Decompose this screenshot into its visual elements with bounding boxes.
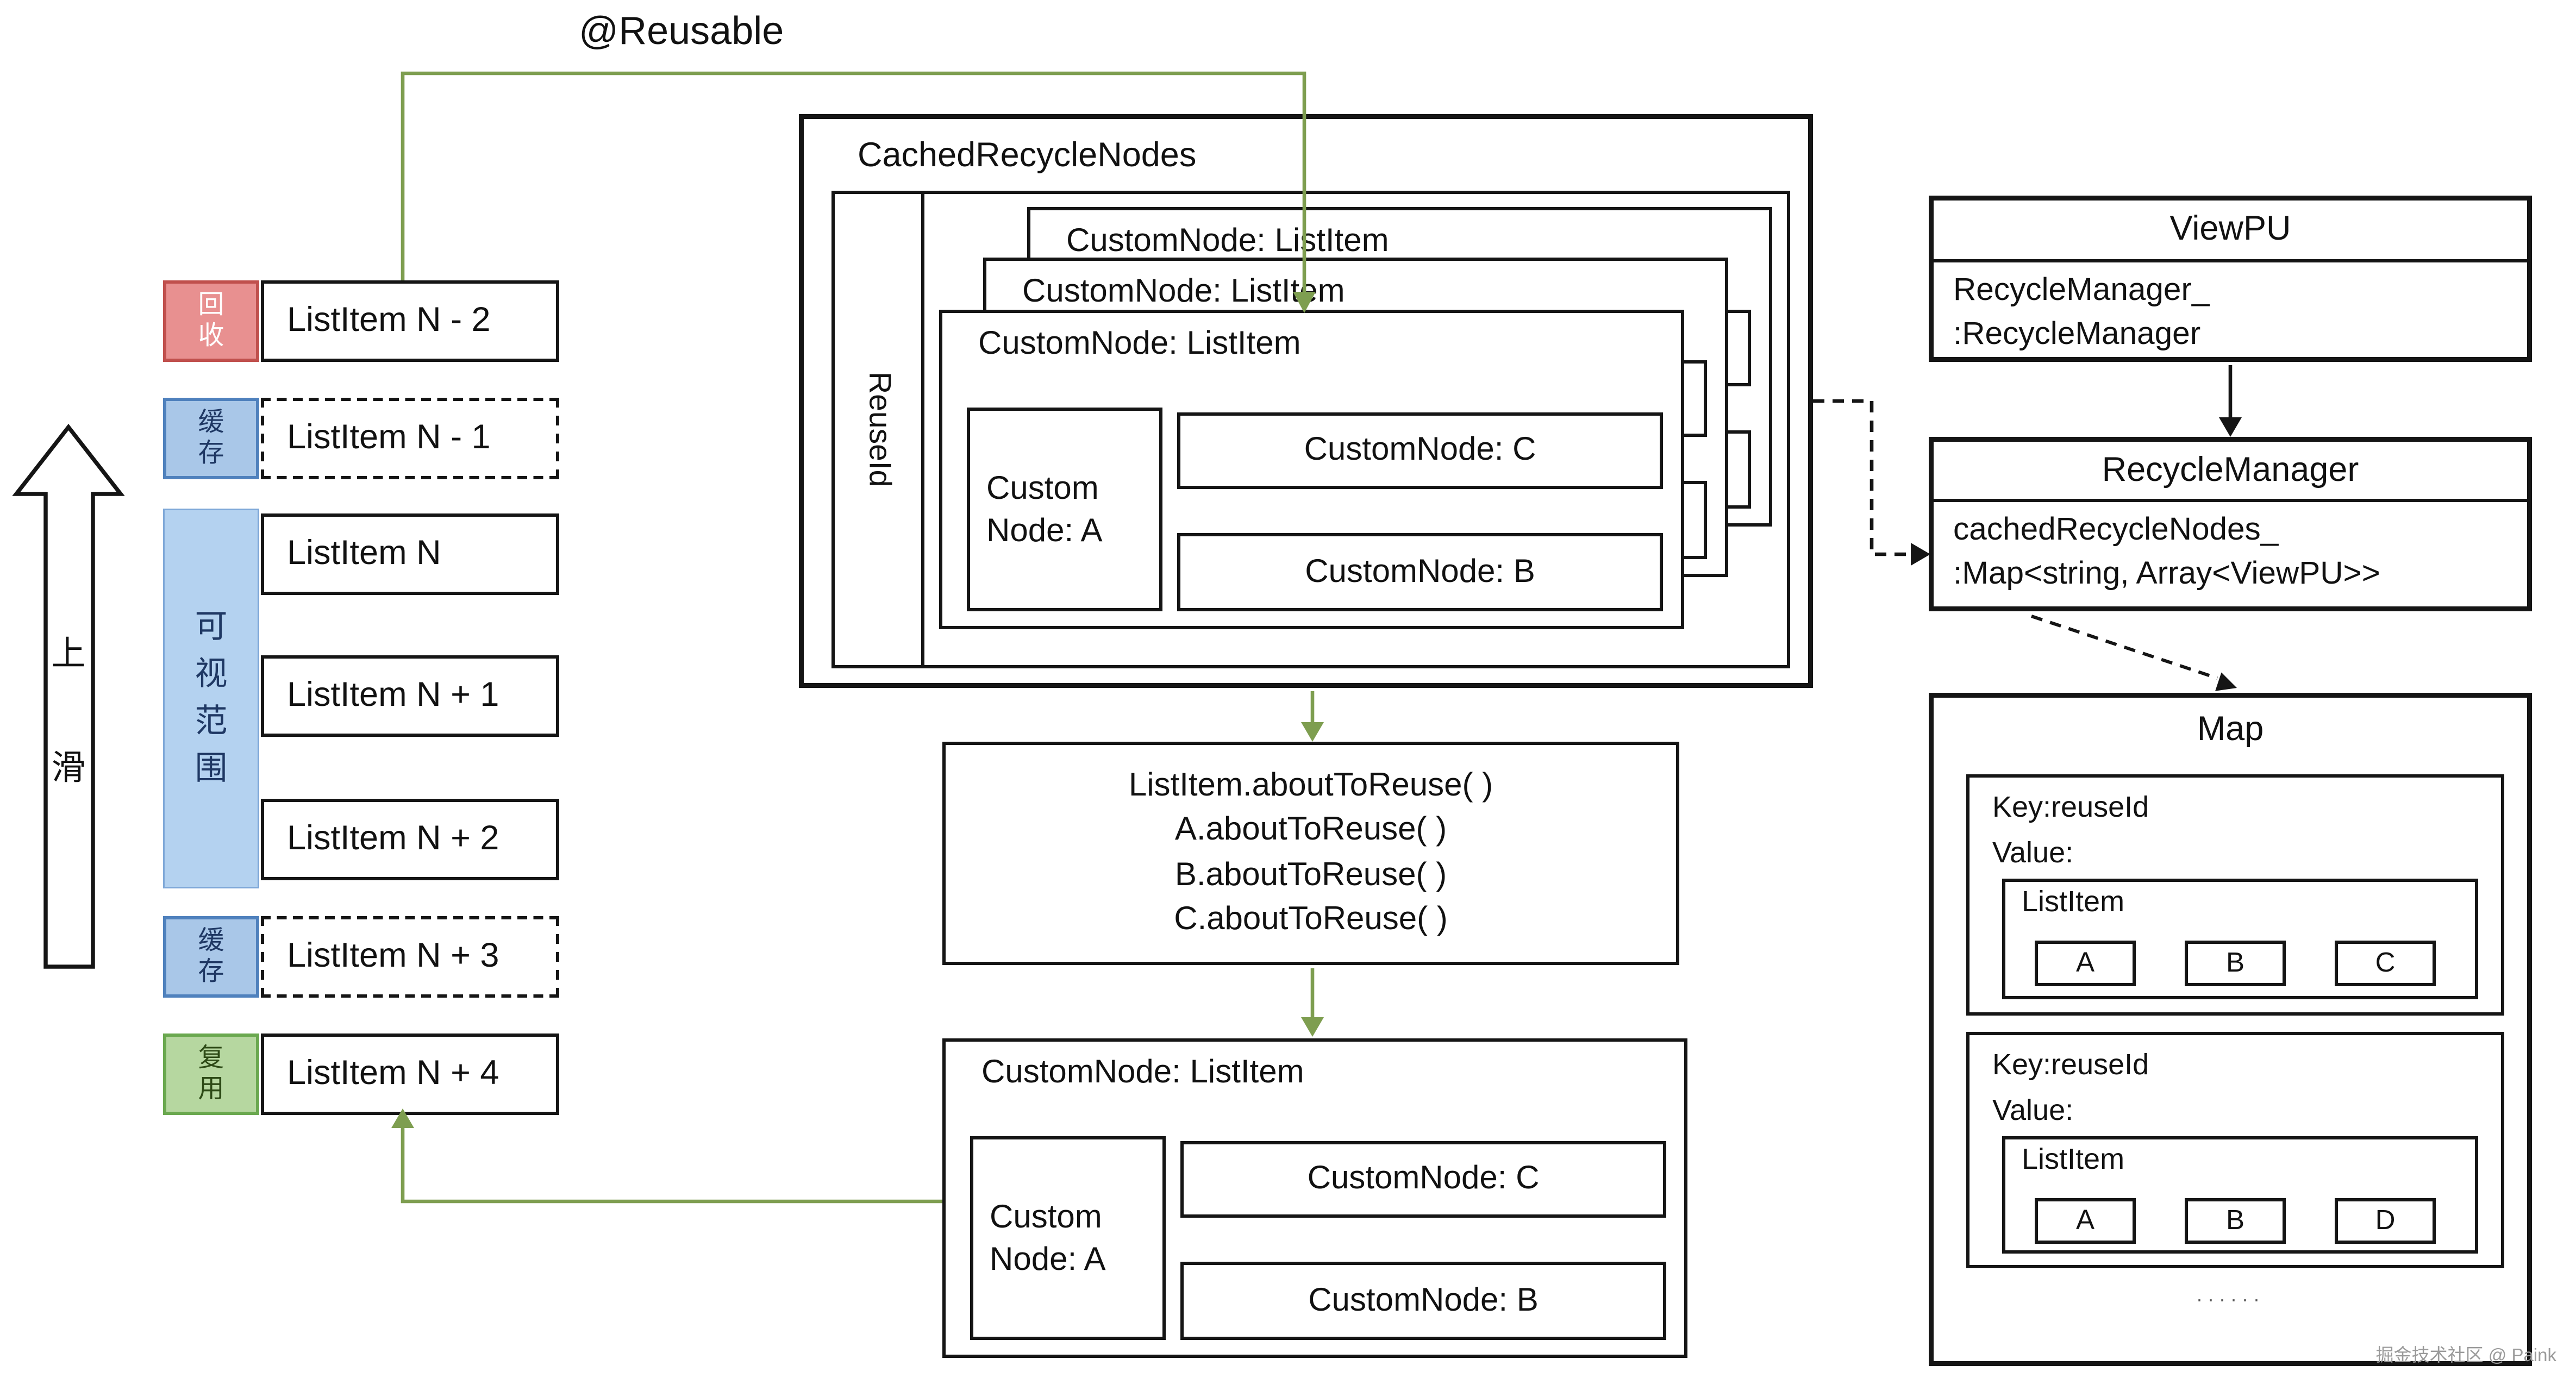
map-entry-listitem-box: ListItem A B D (2002, 1136, 2478, 1254)
map-more-entries-ellipsis: ······ (2196, 1288, 2265, 1311)
list-item-n-plus-3: ListItem N + 3 (261, 916, 559, 998)
green-line-node-to-listitem (391, 1108, 942, 1204)
tag-reuse: 复用 (163, 1034, 259, 1115)
card-title: CustomNode: ListItem (1066, 223, 1389, 259)
about-to-reuse-line2: A.aboutToReuse( ) (1174, 812, 1447, 848)
map-title: Map (2197, 711, 2264, 748)
node-c-box: CustomNode: C (1177, 412, 1663, 489)
map-entry-value-label: Value: (1992, 1094, 2074, 1126)
node-b-box: CustomNode: B (1180, 1262, 1666, 1340)
recycle-manager-body: cachedRecycleNodes_ :Map<string, Array<V… (1934, 502, 2527, 603)
recycle-manager-field-line2: :Map<string, Array<ViewPU>> (1953, 556, 2380, 592)
arrowhead (2215, 672, 2237, 691)
chip-a: A (2035, 1198, 2136, 1244)
map-entry-1: Key:reuseId Value: ListItem A B C (1966, 774, 2504, 1016)
chip-d: D (2335, 1198, 2436, 1244)
chip-b: B (2185, 1198, 2286, 1244)
card-title: CustomNode: ListItem (1022, 274, 1345, 310)
reuseid-strip: ReuseId (835, 194, 924, 665)
arrowhead (1301, 1017, 1324, 1037)
about-to-reuse-line1: ListItem.aboutToReuse( ) (1128, 767, 1493, 803)
list-item-n-plus-1: ListItem N + 1 (261, 655, 559, 737)
green-arrow-abouttoreuse-to-node (1301, 968, 1324, 1037)
map-entry-2: Key:reuseId Value: ListItem A B D (1966, 1032, 2504, 1268)
chip-a: A (2035, 941, 2136, 986)
map-entry-value-label: Value: (1992, 836, 2074, 869)
node-b-box: CustomNode: B (1177, 533, 1663, 611)
recycle-manager-title: RecycleManager (1934, 442, 2527, 502)
green-arrow-cache-to-abouttoreuse (1301, 691, 1324, 742)
scroll-label-up: 上 (51, 636, 86, 673)
customnode-card-front: CustomNode: ListItem Custom Node: A Cust… (939, 310, 1684, 629)
tag-reuse-label: 复用 (198, 1045, 224, 1104)
customnode-card-reused: CustomNode: ListItem Custom Node: A Cust… (942, 1038, 1687, 1358)
list-item-n: ListItem N (261, 513, 559, 595)
node-c-box: CustomNode: C (1180, 1141, 1666, 1218)
dashed-line-recyclemanager-to-map (2031, 615, 2237, 691)
viewpu-box: ViewPU RecycleManager_ :RecycleManager (1929, 196, 2532, 362)
arrowhead (1911, 543, 1930, 566)
chip-c: C (2335, 941, 2436, 986)
about-to-reuse-line3: B.aboutToReuse( ) (1174, 856, 1447, 893)
scroll-label-slide: 滑 (51, 750, 86, 787)
about-to-reuse-line4: C.aboutToReuse( ) (1174, 901, 1448, 937)
chip-b: B (2185, 941, 2286, 986)
list-item-n-plus-2: ListItem N + 2 (261, 799, 559, 880)
map-box: Map Key:reuseId Value: ListItem A B C Ke… (1929, 693, 2532, 1366)
list-item-n-minus-2: ListItem N - 2 (261, 280, 559, 362)
tag-cache-bottom-label: 缓存 (198, 928, 224, 986)
node-a-box: Custom Node: A (967, 408, 1162, 611)
map-entry-key: Key:reuseId (1992, 791, 2149, 823)
cached-recycle-nodes-title: CachedRecycleNodes (858, 137, 1197, 174)
reusable-annotation: @Reusable (579, 10, 784, 54)
up-arrow-shape (12, 423, 125, 969)
tag-recycle: 回收 (163, 280, 259, 362)
tag-cache-bottom: 缓存 (163, 916, 259, 998)
recycle-manager-box: RecycleManager cachedRecycleNodes_ :Map<… (1929, 437, 2532, 611)
arrowhead (1301, 722, 1324, 742)
viewpu-field-line2: :RecycleManager (1953, 316, 2201, 352)
tag-recycle-label: 回收 (198, 292, 224, 350)
tag-visible-range: 可视范围 (163, 509, 259, 888)
tag-cache-top: 缓存 (163, 398, 259, 479)
tag-cache-top-label: 缓存 (198, 409, 224, 468)
list-item-n-minus-1: ListItem N - 1 (261, 398, 559, 479)
list-item-n-plus-4: ListItem N + 4 (261, 1034, 559, 1115)
tag-visible-range-label: 可视范围 (195, 609, 228, 787)
scroll-up-arrow (12, 423, 125, 969)
watermark: 掘金技术社区 @ Paink (2375, 1346, 2556, 1367)
viewpu-title: ViewPU (1934, 201, 2527, 262)
map-entry-listitem-box: ListItem A B C (2002, 879, 2478, 999)
viewpu-field-line1: RecycleManager_ (1953, 272, 2210, 308)
map-entry-key: Key:reuseId (1992, 1048, 2149, 1081)
card-title: CustomNode: ListItem (978, 326, 1301, 362)
viewpu-body: RecycleManager_ :RecycleManager (1934, 262, 2527, 364)
arrow-viewpu-to-recyclemanager (2219, 365, 2242, 437)
listitem-label: ListItem (2022, 1143, 2125, 1175)
recycle-manager-field-line1: cachedRecycleNodes_ (1953, 512, 2279, 548)
arrowhead (2219, 417, 2242, 437)
node-a-box: Custom Node: A (970, 1136, 1166, 1340)
about-to-reuse-box: ListItem.aboutToReuse( ) A.aboutToReuse(… (942, 742, 1679, 965)
listitem-label: ListItem (2022, 885, 2125, 918)
card-title: CustomNode: ListItem (981, 1055, 1304, 1091)
dashed-line-cache-to-recyclemanager (1813, 399, 1930, 566)
